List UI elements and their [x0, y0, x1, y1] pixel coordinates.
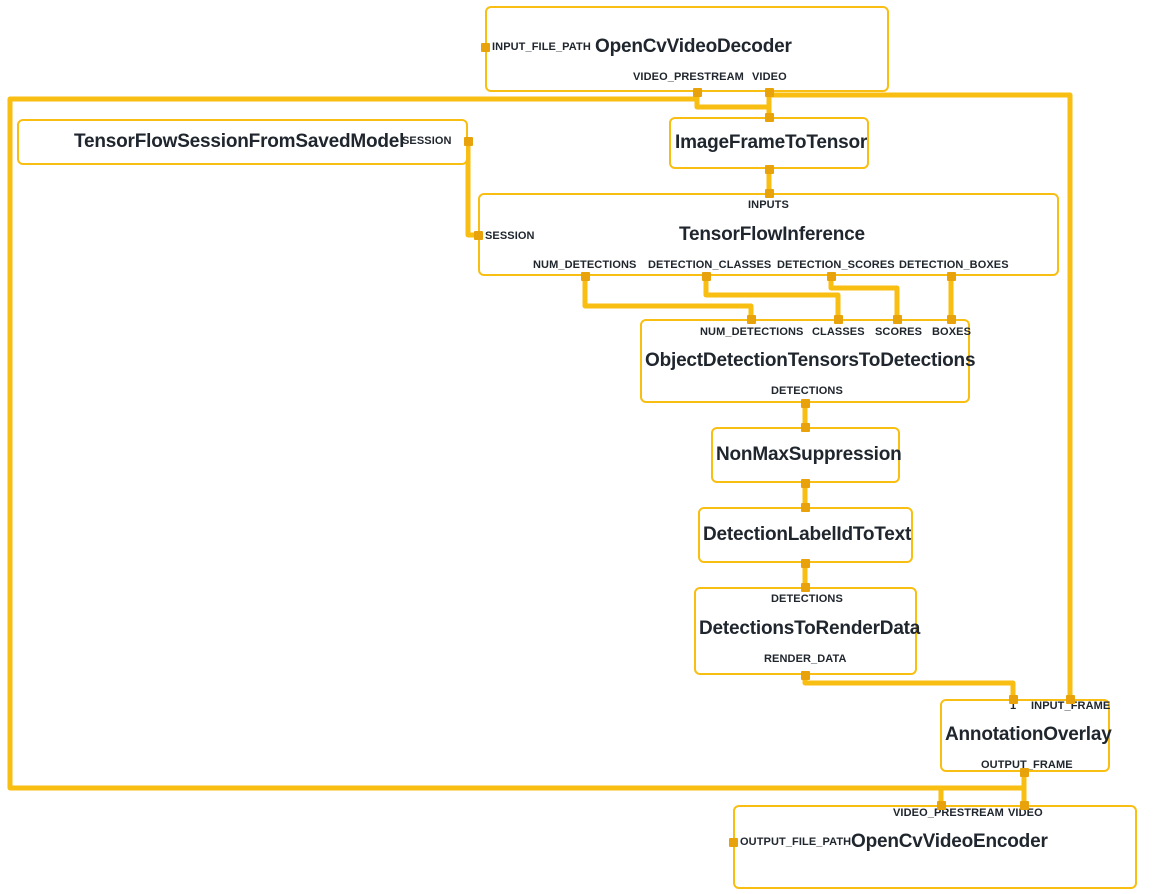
node-title-nonmaxsuppression: NonMaxSuppression [716, 444, 902, 465]
port-label-odt-num-detections: NUM_DETECTIONS [700, 326, 804, 338]
port-label-dtrd-detections: DETECTIONS [771, 593, 843, 605]
port-tfi-num-detections[interactable] [581, 272, 590, 281]
port-label-ao-output-frame: OUTPUT_FRAME [981, 759, 1073, 771]
port-label-tfi-detection-scores: DETECTION_SCORES [777, 259, 895, 271]
port-tfi-detection-boxes[interactable] [947, 272, 956, 281]
node-imageframetotensor[interactable] [669, 117, 869, 169]
port-dtrd-detections[interactable] [801, 583, 810, 592]
port-tfi-detection-classes[interactable] [702, 272, 711, 281]
port-enc-output-file-path[interactable] [729, 838, 738, 847]
port-tfi-detection-scores[interactable] [827, 272, 836, 281]
node-title-tensorflowinference: TensorFlowInference [679, 224, 865, 245]
node-title-opencvvideodecoder: OpenCvVideoDecoder [595, 36, 792, 57]
port-odt-num-detections[interactable] [747, 315, 756, 324]
node-opencvvideoencoder[interactable] [733, 805, 1137, 889]
port-label-enc-video: VIDEO [1008, 807, 1043, 819]
port-label-tfi-inputs: INPUTS [748, 199, 789, 211]
port-label-odt-boxes: BOXES [932, 326, 972, 338]
edge-session-to-tfinference [465, 141, 478, 238]
node-title-annotationoverlay: AnnotationOverlay [945, 724, 1112, 745]
port-label-odt-detections: DETECTIONS [771, 385, 843, 397]
node-title-objectdetectiontensorstodetections: ObjectDetectionTensorsToDetections [645, 350, 976, 371]
port-label-tfi-session: SESSION [485, 230, 535, 242]
port-odt-scores[interactable] [893, 315, 902, 324]
node-annotationoverlay[interactable] [940, 699, 1110, 772]
port-ao-input-frame[interactable] [1066, 695, 1075, 704]
edge-numdetections [582, 276, 754, 319]
port-label-tfi-detection-boxes: DETECTION_BOXES [899, 259, 1009, 271]
edge-video-to-annotationoverlay [769, 92, 1073, 699]
port-ao-in-one[interactable] [1009, 695, 1018, 704]
port-dlit-in[interactable] [801, 503, 810, 512]
node-title-detectionstorenderdata: DetectionsToRenderData [699, 618, 921, 639]
port-odt-boxes[interactable] [947, 315, 956, 324]
port-label-decoder-video: VIDEO [752, 71, 787, 83]
edge-detectionscores [828, 276, 900, 319]
port-odt-detections[interactable] [801, 399, 810, 408]
node-title-imageframetotensor: ImageFrameToTensor [675, 132, 868, 153]
port-label-ao-input-frame: INPUT_FRAME [1031, 700, 1111, 712]
port-tfi-session[interactable] [474, 231, 483, 240]
port-label-tfi-detection-classes: DETECTION_CLASSES [648, 259, 772, 271]
port-nms-out[interactable] [801, 479, 810, 488]
node-opencvvideodecoder[interactable] [485, 6, 889, 92]
port-dtrd-render-data[interactable] [801, 671, 810, 680]
port-label-enc-output-file-path: OUTPUT_FILE_PATH [740, 836, 852, 848]
port-label-odt-scores: SCORES [875, 326, 923, 338]
port-enc-video[interactable] [1020, 801, 1029, 810]
edge-bottom-trunk-to-encoder-prestream [10, 785, 944, 805]
port-label-odt-classes: CLASSES [812, 326, 865, 338]
port-decoder-video-prestream[interactable] [693, 88, 702, 97]
node-tensorflowsessionfromsavedmodel[interactable] [17, 119, 468, 165]
port-decoder-video[interactable] [765, 88, 774, 97]
port-tfi-inputs[interactable] [765, 189, 774, 198]
port-label-decoder-video-prestream: VIDEO_PRESTREAM [633, 71, 744, 83]
node-title-opencvvideoencoder: OpenCvVideoEncoder [851, 831, 1048, 852]
port-label-session-out: SESSION [402, 135, 452, 147]
port-label-enc-video-prestream: VIDEO_PRESTREAM [893, 807, 1004, 819]
edge-detectionclasses [703, 276, 841, 319]
node-title-tensorflowsessionfromsavedmodel: TensorFlowSessionFromSavedModel [74, 131, 405, 152]
port-label-dtrd-render-data: RENDER_DATA [764, 653, 847, 665]
port-session-out[interactable] [464, 137, 473, 146]
node-title-detectionlabelidtotext: DetectionLabelIdToText [703, 524, 912, 545]
port-ao-output-frame[interactable] [1020, 768, 1029, 777]
port-dlit-out[interactable] [801, 559, 810, 568]
port-odt-classes[interactable] [834, 315, 843, 324]
port-label-ao-in-one: 1 [1010, 700, 1017, 712]
port-label-input-file-path: INPUT_FILE_PATH [492, 41, 591, 53]
port-ift-out[interactable] [765, 165, 774, 174]
port-decoder-input-file-path[interactable] [481, 43, 490, 52]
port-ift-in[interactable] [765, 113, 774, 122]
port-nms-in[interactable] [801, 423, 810, 432]
edge-renderdata-to-annotationoverlay [802, 675, 1016, 699]
port-label-tfi-num-detections: NUM_DETECTIONS [533, 259, 637, 271]
port-enc-video-prestream[interactable] [937, 801, 946, 810]
